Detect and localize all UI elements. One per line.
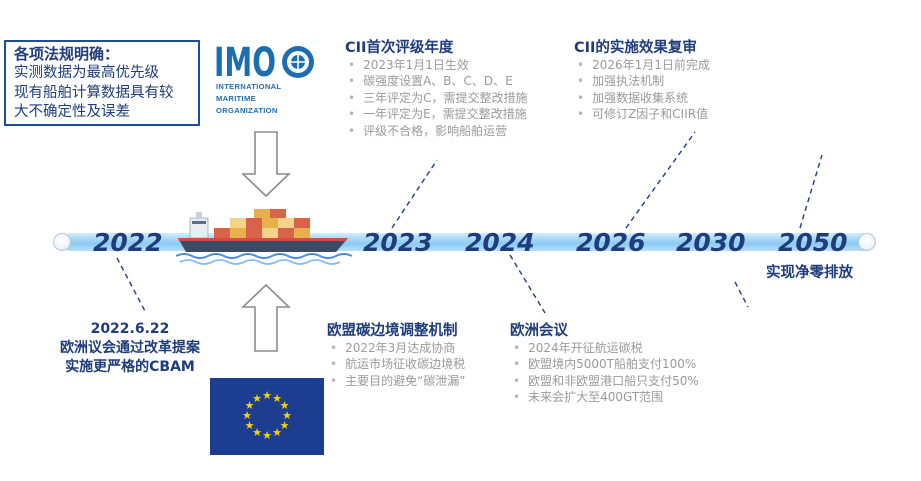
year-label-2024: 2024 xyxy=(465,228,535,257)
cii-first-bullet: 评级不合格，影响船舶运营 xyxy=(345,123,527,139)
svg-text:★: ★ xyxy=(245,399,255,412)
svg-text:★: ★ xyxy=(280,419,290,432)
parliament-line: 欧洲议会通过改革提案 xyxy=(60,340,200,356)
eu-council-bullet: 欧盟境内5000T船舶支付100% xyxy=(510,356,699,372)
eu-cbam-bullet: 主要目的避免“碳泄漏” xyxy=(327,373,465,389)
note-line: 大不确定性及误差 xyxy=(14,104,130,120)
imo-logo-line: ORGANIZATION xyxy=(216,106,278,115)
down-arrow-icon xyxy=(241,131,291,198)
year-label-2030: 2030 xyxy=(676,228,746,257)
cii-review-bullet: 加强执法机制 xyxy=(574,73,710,89)
cii-review-bullet: 2026年1月1日前完成 xyxy=(574,57,710,73)
leader-line xyxy=(734,281,749,308)
timeline-end-cap xyxy=(858,233,876,251)
eu-cbam-title: 欧盟碳边境调整机制 xyxy=(327,323,458,339)
svg-text:★: ★ xyxy=(252,392,262,405)
note-line: 现有船舶计算数据具有较 xyxy=(14,84,174,101)
eu-council-bullet: 欧盟和非欧盟港口船只支付50% xyxy=(510,373,699,389)
svg-text:★: ★ xyxy=(272,392,282,405)
eu-flag-icon: ★ ★ ★ ★ ★ ★ ★ ★ ★ ★ ★ ★ xyxy=(210,378,324,455)
parliament-date: 2022.6.22 xyxy=(90,321,170,337)
svg-text:★: ★ xyxy=(272,426,282,439)
eu-cbam-bullet: 2022年3月达成协商 xyxy=(327,340,466,356)
svg-text:★: ★ xyxy=(262,429,272,442)
leader-line xyxy=(625,131,696,229)
eu-council-title: 欧洲会议 xyxy=(510,323,568,339)
svg-text:★: ★ xyxy=(282,409,292,422)
svg-text:★: ★ xyxy=(242,409,252,422)
year-label-2026: 2026 xyxy=(576,228,646,257)
container-ship-icon xyxy=(176,209,353,265)
timeline-start-cap xyxy=(53,233,71,251)
cii-review-title: CII的实施效果复审 xyxy=(574,40,697,56)
cii-first-bullet: 一年评定为E，需提交整改措施 xyxy=(345,106,527,122)
svg-text:★: ★ xyxy=(252,426,262,439)
eu-council-block: 欧洲会议 2024年开征航运碳税 欧盟境内5000T船舶支付100% 欧盟和非欧… xyxy=(510,319,699,406)
imo-mark-icon: IMO xyxy=(214,40,314,86)
year-label-2023: 2023 xyxy=(363,228,433,257)
eu-council-bullet: 未来会扩大至400GT范围 xyxy=(510,389,699,405)
cii-first-title: CII首次评级年度 xyxy=(345,40,454,56)
leader-line xyxy=(799,154,823,229)
cii-first-bullet: 碳强度设置A、B、C、D、E xyxy=(345,73,527,89)
svg-text:★: ★ xyxy=(245,419,255,432)
cii-review-bullet: 加强数据收集系统 xyxy=(574,90,710,106)
imo-logo-line: INTERNATIONAL xyxy=(216,82,282,91)
note-line: 实测数据为最高优先级 xyxy=(14,65,159,81)
parliament-line: 实施更严格的CBAM xyxy=(65,359,195,375)
parliament-note: 2022.6.22 欧洲议会通过改革提案 实施更严格的CBAM xyxy=(46,320,214,377)
imo-logo: IMO INTERNATIONAL MARITIME ORGANIZATION xyxy=(210,38,322,124)
cii-first-rating-block: CII首次评级年度 2023年1月1日生效 碳强度设置A、B、C、D、E 三年评… xyxy=(345,36,527,139)
year-label-2022: 2022 xyxy=(93,228,163,257)
leader-line xyxy=(391,159,438,229)
svg-text:★: ★ xyxy=(262,389,272,402)
eu-stars-icon: ★ ★ ★ ★ ★ ★ ★ ★ ★ ★ ★ ★ xyxy=(242,389,292,442)
cii-review-block: CII的实施效果复审 2026年1月1日前完成 加强执法机制 加强数据收集系统 … xyxy=(574,36,710,123)
svg-text:★: ★ xyxy=(280,399,290,412)
eu-council-bullet: 2024年开征航运碳税 xyxy=(510,340,699,356)
eu-cbam-block: 欧盟碳边境调整机制 2022年3月达成协商 航运市场征收碳边境税 主要目的避免“… xyxy=(327,319,466,389)
imo-logo-line: MARITIME xyxy=(216,94,256,103)
cii-first-bullet: 三年评定为C，需提交整改措施 xyxy=(345,90,527,106)
cii-review-bullet: 可修订Z因子和CIIR值 xyxy=(574,106,710,122)
net-zero-label: 实现净零排放 xyxy=(766,265,853,281)
eu-cbam-bullet: 航运市场征收碳边境税 xyxy=(327,356,466,372)
imo-mark-text: IMO xyxy=(214,40,276,86)
cii-first-bullet: 2023年1月1日生效 xyxy=(345,57,527,73)
regulation-note-box: 各项法规明确： 实测数据为最高优先级 现有船舶计算数据具有较 大不确定性及误差 xyxy=(4,40,200,126)
up-arrow-icon xyxy=(241,283,291,352)
year-label-2050: 2050 xyxy=(778,228,848,257)
leader-line xyxy=(116,257,147,314)
leader-line xyxy=(509,254,546,314)
note-title: 各项法规明确： xyxy=(14,45,120,63)
